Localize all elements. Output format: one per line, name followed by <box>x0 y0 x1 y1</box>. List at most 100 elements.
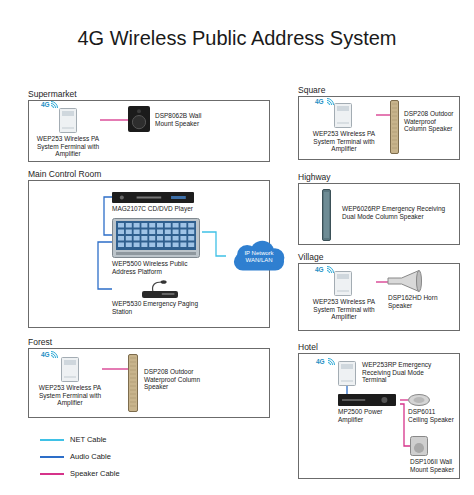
wallspk-icon <box>128 106 150 132</box>
spk-cable <box>376 114 390 115</box>
spk-cable <box>376 281 388 282</box>
cloud-text-block: IP Network WAN/LAN <box>237 250 281 264</box>
legend-text: Audio Cable <box>70 452 111 461</box>
caption-block: WEP253 Wireless PA System Ferminal with … <box>36 135 100 158</box>
terminal-icon <box>59 108 77 133</box>
area-panel: Main Control RoomMAG2107C CD/DVD PlayerW… <box>28 180 270 328</box>
device-caption: DSP162HD Horn Speaker <box>388 294 454 309</box>
signal-label: 4G <box>315 98 324 106</box>
legend-text: Speaker Cable <box>70 469 120 478</box>
signal-label: 4G <box>315 266 324 274</box>
area-panel: SupermarketWEP253 Wireless PA System Fer… <box>28 100 270 162</box>
device: WEP5530 Emergency Paging Station <box>112 280 207 315</box>
network-cloud: IP Network WAN/LAN <box>226 240 292 274</box>
device: DSP8062B Wall Mount Speaker <box>128 106 215 132</box>
caption-block: DSP162HD Horn Speaker <box>388 294 454 309</box>
wifi-arc <box>51 104 56 109</box>
wifi-arc <box>328 359 335 366</box>
wifi-arc <box>328 363 331 366</box>
legend-swatch <box>40 439 64 441</box>
device: MAG2107C CD/DVD Player <box>112 192 212 213</box>
terminal-icon <box>61 357 79 382</box>
column-icon <box>390 100 399 154</box>
spk-cable <box>102 368 128 369</box>
area-heading: Supermarket <box>28 89 77 99</box>
platform-icon <box>112 218 200 258</box>
device: DSP208 Outdoor Waterproof Column Speaker <box>128 354 204 412</box>
area-heading: Forest <box>28 337 52 347</box>
device-caption: WEP6026RP Emergency Receiving Dual Mode … <box>342 205 454 220</box>
caption-block: WEP5500 Wireless Public Address Platform <box>112 260 202 275</box>
device: WEP253 Wireless PA System Terminal with … <box>312 271 376 321</box>
wifi-arc <box>327 103 330 106</box>
audio-cable <box>98 242 112 289</box>
area-panel: SquareWEP253 Wireless PA System Terminal… <box>298 96 460 160</box>
signal-label: 4G <box>41 351 50 359</box>
device: MP2500 Power Amplifier <box>338 394 400 423</box>
wifi-arc <box>327 271 330 274</box>
audio-cable <box>346 386 347 394</box>
terminal-icon <box>334 271 352 296</box>
device-caption: WEP253 Wireless PA System Ferminal with … <box>36 135 100 158</box>
device-caption: WEP253RP Emergency Receiving Dual Mode T… <box>362 361 434 384</box>
wifi-arc <box>327 101 332 106</box>
cd-icon <box>112 192 194 203</box>
device-caption: DSP208 Outdoor Waterproof Column Speaker <box>144 368 204 391</box>
signal-label: 4G <box>316 358 325 366</box>
ceiling-icon <box>408 394 430 406</box>
wifi-arc <box>51 352 58 359</box>
device: DSP208 Outdoor Waterproof Column Speaker <box>390 100 456 154</box>
device-caption: DSP106II Wall Mount Speaker <box>410 458 457 473</box>
area-heading: Main Control Room <box>28 169 101 179</box>
device: WEP253RP Emergency Receiving Dual Mode T… <box>338 361 434 386</box>
device: DSP6011 Ceiling Speaker <box>408 394 456 423</box>
area-panel: ForestWEP253 Wireless PA System Ferminal… <box>28 348 270 418</box>
area-panel: HotelWEP253RP Emergency Receiving Dual M… <box>298 353 460 479</box>
device-caption: WEP253 Wireless PA System Ferminal with … <box>38 384 102 407</box>
caption-block: WEP253 Wireless PA System Terminal with … <box>312 298 376 321</box>
device-caption: WEP253 Wireless PA System Terminal with … <box>312 130 376 153</box>
wifi-arc <box>327 99 334 106</box>
area-panel: HighwayWEP6026RP Emergency Receiving Dua… <box>298 183 460 245</box>
amp-icon <box>338 394 396 406</box>
device: WEP253 Wireless PA System Ferminal with … <box>36 108 100 158</box>
device-caption: WEP5500 Wireless Public Address Platform <box>112 260 202 275</box>
columnDark-icon <box>322 189 331 241</box>
area-heading: Village <box>298 252 323 262</box>
device-caption: MP2500 Power Amplifier <box>338 408 400 423</box>
device-caption: WEP5530 Emergency Paging Station <box>112 300 207 315</box>
device: WEP6026RP Emergency Receiving Dual Mode … <box>322 189 454 241</box>
wifi-arc <box>51 354 56 359</box>
horn-icon <box>388 270 422 292</box>
legend-swatch <box>40 456 64 458</box>
caption-block: WEP253 Wireless PA System Terminal with … <box>312 130 376 153</box>
caption-block: DSP106II Wall Mount Speaker <box>410 458 457 473</box>
device-caption: WEP253 Wireless PA System Terminal with … <box>312 298 376 321</box>
paging-icon <box>142 280 178 298</box>
terminal-icon <box>334 103 352 128</box>
terminal-icon <box>338 361 356 386</box>
wifi-arc <box>51 356 54 359</box>
caption-block: DSP208 Outdoor Waterproof Column Speaker <box>144 368 204 391</box>
caption-block: DSP208 Outdoor Waterproof Column Speaker <box>404 110 456 133</box>
caption-block: WEP253 Wireless PA System Ferminal with … <box>38 384 102 407</box>
wall2-icon <box>410 436 428 456</box>
device: WEP253 Wireless PA System Ferminal with … <box>38 357 102 407</box>
caption-block: DSP6011 Ceiling Speaker <box>408 408 456 423</box>
legend-text: NET Cable <box>70 435 107 444</box>
caption-block: MP2500 Power Amplifier <box>338 408 400 423</box>
caption-block: WEP5530 Emergency Paging Station <box>112 300 207 315</box>
wifi-arc <box>327 267 334 274</box>
area-heading: Highway <box>298 172 331 182</box>
wifi-arc <box>51 106 54 109</box>
audio-cable <box>104 197 112 235</box>
spk-cable <box>400 399 408 400</box>
area-panel: VillageWEP253 Wireless PA System Termina… <box>298 263 460 331</box>
caption-block: MAG2107C CD/DVD Player <box>112 205 212 213</box>
column-icon <box>128 354 138 412</box>
device: WEP5500 Wireless Public Address Platform <box>112 218 202 275</box>
cloud-label: IP Network WAN/LAN <box>237 250 281 264</box>
